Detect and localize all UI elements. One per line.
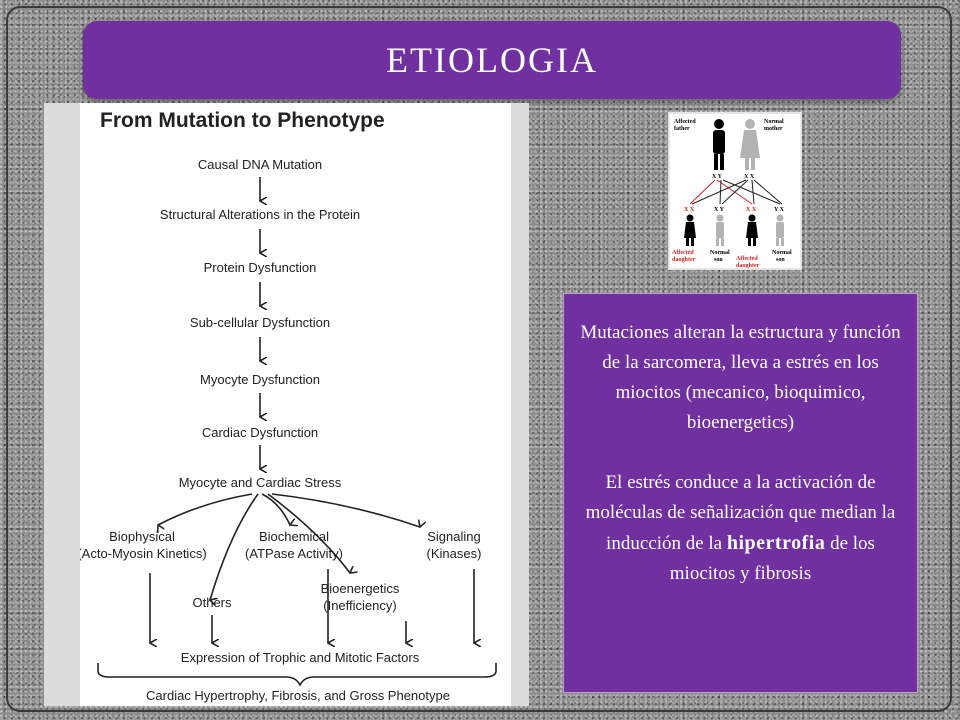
- flow-step: Structural Alterations in the Protein: [160, 207, 360, 222]
- affected-father-icon: [713, 119, 725, 170]
- pedigree-svg: Affected father Normal mother X Y X X X …: [672, 119, 792, 269]
- pedigree-label-daughter-2b: daughter: [736, 263, 760, 268]
- flow-step: Sub-cellular Dysfunction: [190, 315, 330, 330]
- allele-father: X Y: [712, 174, 723, 180]
- title-banner: ETIOLOGIA: [83, 21, 901, 99]
- branch-signaling: Signaling: [427, 529, 481, 544]
- normal-son-icon: [716, 214, 724, 246]
- allele-child-3: X X: [746, 207, 757, 213]
- pedigree-label-son-1: Normal: [710, 250, 730, 256]
- affected-daughter-icon: [684, 214, 696, 246]
- branch-bioenergetics-detail: (Inefficiency): [323, 598, 396, 613]
- allele-mother: X X: [744, 174, 755, 180]
- normal-son-icon: [776, 214, 784, 246]
- flow-expression: Expression of Trophic and Mitotic Factor…: [181, 650, 420, 665]
- normal-mother-icon: [740, 119, 760, 170]
- flowchart-title: From Mutation to Phenotype: [100, 109, 385, 132]
- branch-bioenergetics: Bioenergetics: [321, 581, 400, 596]
- info-paragraph-1: Mutaciones alteran la estructura y funci…: [580, 322, 901, 433]
- pedigree-label-son-2b: son: [776, 257, 785, 263]
- info-paragraph-2-start: El estrés conduce a la activación de mol…: [585, 472, 896, 554]
- mutation-flowchart: From Mutation to Phenotype Causal DNA Mu…: [44, 103, 529, 706]
- pedigree-label-son-1b: son: [714, 257, 723, 263]
- slide-title: ETIOLOGIA: [386, 40, 598, 80]
- allele-child-2: X Y: [714, 207, 725, 213]
- branch-biophysical-detail: (Acto-Myosin Kinetics): [80, 546, 207, 561]
- pedigree-label-father: Affected: [674, 119, 696, 125]
- branch-biochemical-detail: (ATPase Activity): [245, 546, 343, 561]
- pedigree-label-son-2: Normal: [772, 250, 792, 256]
- branch-others: Others: [192, 595, 232, 610]
- flow-step: Protein Dysfunction: [204, 260, 317, 275]
- branch-biochemical: Biochemical: [259, 529, 329, 544]
- info-paragraph-2: El estrés conduce a la activación de mol…: [574, 468, 907, 589]
- flow-step: Causal DNA Mutation: [198, 157, 322, 172]
- allele-child-1: X X: [684, 207, 695, 213]
- flow-outcome: Cardiac Hypertrophy, Fibrosis, and Gross…: [146, 688, 450, 703]
- affected-daughter-icon: [746, 214, 758, 246]
- pedigree-chart: Affected father Normal mother X Y X X X …: [668, 112, 802, 270]
- branch-signaling-detail: (Kinases): [427, 546, 482, 561]
- pedigree-label-mother-2: mother: [764, 126, 783, 132]
- pedigree-label-daughter-2: Affected: [736, 256, 758, 262]
- slide-frame: [6, 6, 952, 712]
- info-box: Mutaciones alteran la estructura y funci…: [563, 293, 918, 693]
- pedigree-label-daughter-1b: daughter: [672, 257, 696, 263]
- flow-step: Myocyte Dysfunction: [200, 372, 320, 387]
- flow-step: Myocyte and Cardiac Stress: [179, 475, 342, 490]
- flowchart-svg: From Mutation to Phenotype Causal DNA Mu…: [80, 109, 497, 703]
- info-hipertrofia-emphasis: hipertrofia: [726, 532, 826, 554]
- allele-child-4: Y X: [774, 207, 785, 213]
- pedigree-label-father-2: father: [674, 126, 690, 132]
- pedigree-label-mother: Normal: [764, 119, 784, 125]
- info-paragraph-2-end: de los miocitos y fibrosis: [669, 533, 875, 584]
- branch-biophysical: Biophysical: [109, 529, 175, 544]
- pedigree-label-daughter-1: Affected: [672, 250, 694, 256]
- flow-step: Cardiac Dysfunction: [202, 425, 318, 440]
